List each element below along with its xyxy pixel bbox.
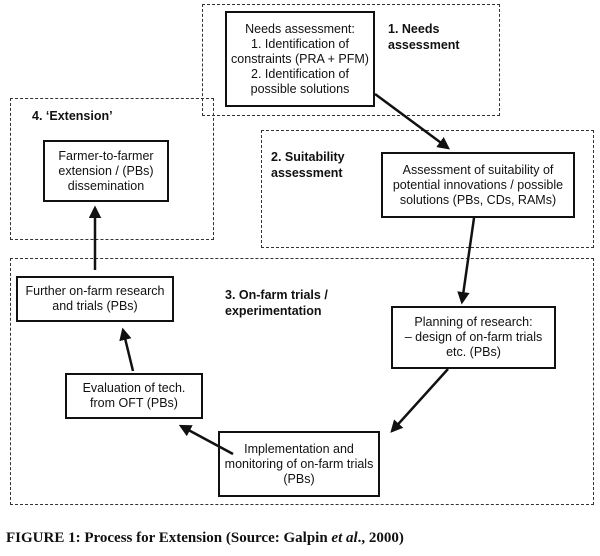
suitability-text: Assessment of suitability of potential i… (392, 162, 564, 207)
further-research-box: Further on-farm research and trials (PBs… (16, 276, 174, 322)
suitability-box: Assessment of suitability of potential i… (381, 152, 575, 218)
caption-text-start: FIGURE 1: Process for Extension (Source:… (6, 530, 332, 546)
planning-box: Planning of research: – design of on-far… (391, 306, 556, 369)
needs-assessment-text: Needs assessment: 1. Identification of c… (231, 21, 369, 96)
farmer-extension-box: Farmer-to-farmer extension / (PBs) disse… (43, 140, 169, 202)
needs-assessment-box: Needs assessment: 1. Identification of c… (225, 11, 375, 107)
needs-region (202, 4, 500, 116)
figure-caption: FIGURE 1: Process for Extension (Source:… (6, 530, 404, 547)
implementation-text: Implementation and monitoring of on-farm… (224, 441, 374, 486)
caption-text-end: ., 2000) (357, 530, 404, 546)
planning-text: Planning of research: – design of on-far… (404, 315, 543, 359)
caption-italic: et al (331, 530, 358, 546)
farmer-extension-text: Farmer-to-farmer extension / (PBs) disse… (58, 148, 154, 193)
stage-label-needs: 1. Needs assessment (388, 22, 460, 52)
evaluation-box: Evaluation of tech. from OFT (PBs) (65, 373, 203, 419)
stage-label-trials: 3. On-farm trials / experimentation (225, 288, 328, 318)
extension-region (10, 98, 214, 240)
stage-label-suitability: 2. Suitability assessment (271, 150, 345, 180)
further-research-text: Further on-farm research and trials (PBs… (25, 284, 165, 313)
evaluation-text: Evaluation of tech. from OFT (PBs) (82, 381, 186, 410)
stage-label-extension: 4. ‘Extension’ (32, 109, 113, 123)
implementation-box: Implementation and monitoring of on-farm… (218, 431, 380, 497)
trials-region (10, 258, 594, 505)
